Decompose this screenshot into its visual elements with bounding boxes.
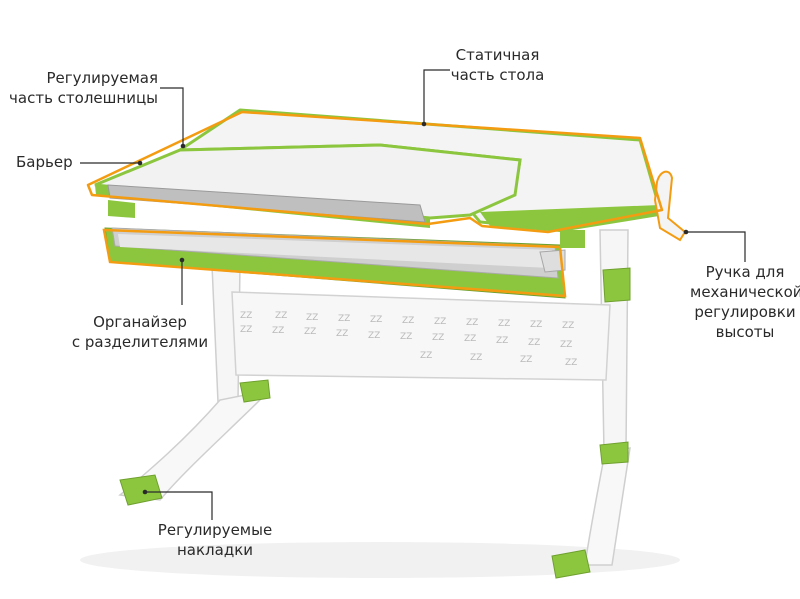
svg-text:ZZ: ZZ xyxy=(240,325,252,335)
svg-text:ZZ: ZZ xyxy=(520,355,532,365)
svg-text:ZZ: ZZ xyxy=(336,329,348,339)
leader-adjustable-top xyxy=(160,87,184,146)
svg-text:ZZ: ZZ xyxy=(370,315,382,325)
label-height-handle: Ручка для механической регулировки высот… xyxy=(690,263,800,341)
floor-shadow xyxy=(80,542,680,578)
leader-handle xyxy=(686,231,746,262)
leader-pads xyxy=(145,491,213,520)
svg-text:ZZ: ZZ xyxy=(368,331,380,341)
crank-handle xyxy=(653,170,687,242)
svg-text:ZZ: ZZ xyxy=(402,316,414,326)
svg-text:ZZ: ZZ xyxy=(275,311,287,321)
svg-text:ZZ: ZZ xyxy=(434,317,446,327)
cross-panel: ZZ ZZ ZZ ZZ ZZ ZZ ZZ ZZ ZZ ZZ ZZ ZZ ZZ ZZ ZZ ZZ ZZ ZZ ZZ Z… xyxy=(231,291,611,381)
svg-text:ZZ: ZZ xyxy=(562,321,574,331)
left-front-pad xyxy=(119,474,163,506)
right-leg xyxy=(551,229,631,579)
right-front-pad xyxy=(551,549,591,579)
label-organizer: Органайзер с разделителями xyxy=(71,313,209,351)
svg-text:ZZ: ZZ xyxy=(272,326,284,336)
svg-text:ZZ: ZZ xyxy=(304,327,316,337)
leader-lines xyxy=(80,69,746,520)
svg-text:ZZ: ZZ xyxy=(466,318,478,328)
svg-text:ZZ: ZZ xyxy=(498,319,510,329)
svg-text:ZZ: ZZ xyxy=(240,311,252,321)
label-static-part: Статичная часть стола xyxy=(450,46,545,84)
drawer-organizer xyxy=(102,227,567,299)
svg-text:ZZ: ZZ xyxy=(528,338,540,348)
label-adjustable-top: Регулируемая часть столешницы xyxy=(9,69,158,107)
svg-text:ZZ: ZZ xyxy=(565,358,577,368)
drawer-outline xyxy=(102,228,567,298)
svg-text:ZZ: ZZ xyxy=(496,336,508,346)
svg-text:ZZ: ZZ xyxy=(530,320,542,330)
svg-text:ZZ: ZZ xyxy=(464,334,476,344)
tabletop-outline xyxy=(86,110,664,234)
tabletop xyxy=(86,108,687,248)
svg-text:ZZ: ZZ xyxy=(420,351,432,361)
svg-text:ZZ: ZZ xyxy=(432,333,444,343)
svg-text:ZZ: ZZ xyxy=(400,332,412,342)
leader-static-part xyxy=(423,69,450,124)
barrier-bar xyxy=(107,184,426,223)
label-pads: Регулируемые накладки xyxy=(157,521,273,559)
svg-text:ZZ: ZZ xyxy=(338,314,350,324)
svg-text:ZZ: ZZ xyxy=(560,340,572,350)
label-barrier: Барьер xyxy=(16,153,73,171)
svg-text:ZZ: ZZ xyxy=(306,313,318,323)
svg-text:ZZ: ZZ xyxy=(470,353,482,363)
